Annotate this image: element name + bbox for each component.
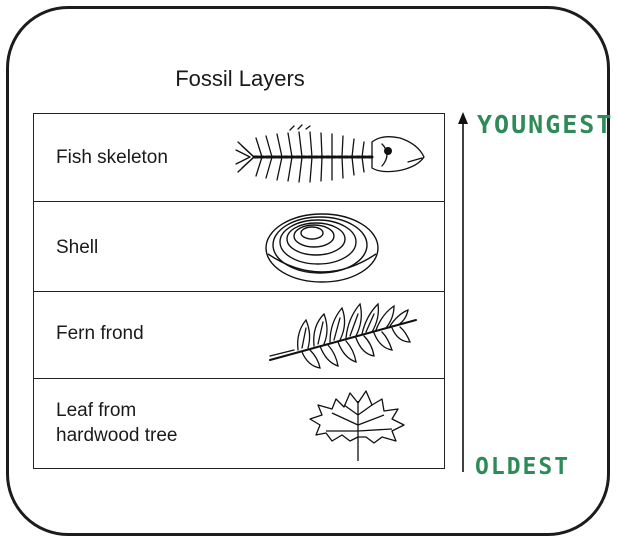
shell-icon [262, 210, 382, 284]
fossil-layers-table: Fish skeleton [33, 113, 445, 469]
layer-label: Leaf from hardwood tree [56, 399, 177, 448]
layer-label: Fern frond [56, 322, 144, 347]
layer-label-line2: hardwood tree [56, 424, 177, 449]
layer-leaf: Leaf from hardwood tree [34, 378, 444, 470]
layer-fern-frond: Fern frond [34, 291, 444, 378]
leaf-icon [302, 385, 412, 467]
diagram-title: Fossil Layers [140, 66, 340, 92]
layer-shell: Shell [34, 201, 444, 291]
oldest-label: OLDEST [475, 454, 570, 480]
layer-label: Shell [56, 236, 98, 261]
fish-skeleton-icon [232, 124, 432, 190]
layer-label: Fish skeleton [56, 146, 168, 171]
layer-label-line1: Leaf from [56, 399, 177, 424]
layer-fish-skeleton: Fish skeleton [34, 114, 444, 201]
youngest-label: YOUNGEST [477, 110, 613, 139]
fern-frond-icon [268, 298, 428, 374]
time-arrow [455, 110, 471, 474]
